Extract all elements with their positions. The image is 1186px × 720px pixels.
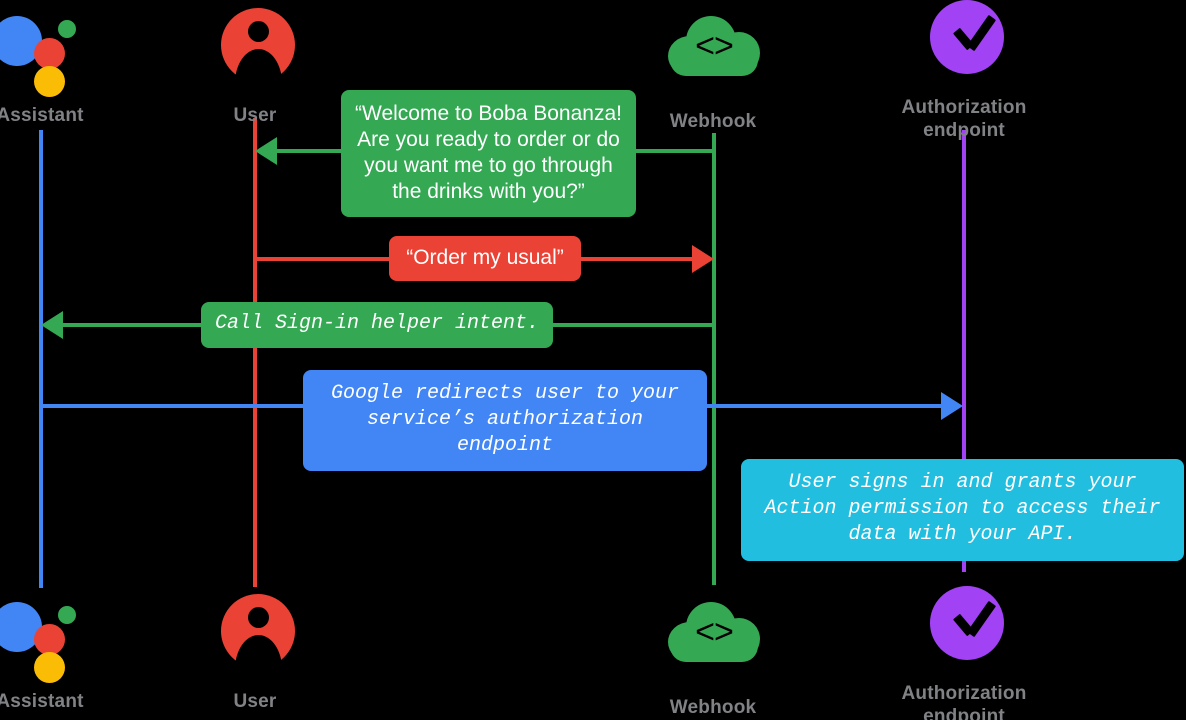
lifeline-assistant [39, 130, 43, 588]
user-avatar-disc [221, 8, 295, 83]
message-bubble-user-signs-in: User signs in and grants your Action per… [741, 459, 1184, 561]
code-brackets-glyph: <> [695, 27, 734, 65]
user-avatar-body [235, 49, 282, 83]
cloud-code-icon: <> [665, 10, 761, 100]
arrowhead-call-signin-helper [41, 311, 63, 339]
webhook-cloud-shape: <> [668, 602, 760, 662]
arrowhead-order-my-usual [692, 245, 714, 273]
actor-label-assistant: Assistant [0, 105, 84, 126]
purple-check-icon [916, 0, 1012, 90]
actor-label-assistant-bottom: Assistant [0, 691, 84, 712]
user-avatar-disc [221, 594, 295, 669]
checkmark-glyph [953, 604, 993, 626]
arrowhead-welcome [255, 137, 277, 165]
message-bubble-welcome: “Welcome to Boba Bonanza! Are you ready … [341, 90, 636, 217]
message-bubble-call-signin-helper: Call Sign-in helper intent. [201, 302, 553, 348]
actor-label-user-bottom: User [233, 691, 277, 712]
actor-assistant-bottom: Assistant [0, 594, 140, 713]
lifeline-user [253, 118, 257, 587]
message-bubble-order-my-usual: “Order my usual” [389, 236, 581, 281]
user-avatar-head [248, 607, 269, 628]
assistant-dot-green [58, 606, 76, 624]
cloud-base [670, 50, 758, 76]
lifeline-webhook [712, 133, 716, 585]
actor-label-user: User [233, 105, 277, 126]
cloud-base [670, 636, 758, 662]
assistant-dot-red [34, 38, 65, 69]
user-avatar-icon-bottom [207, 594, 303, 684]
google-assistant-icon-bottom [0, 594, 88, 684]
actor-authorization-bottom: Authorization endpoint [864, 586, 1064, 720]
actor-label-webhook-bottom: Webhook [669, 697, 757, 718]
google-assistant-icon [0, 8, 88, 98]
webhook-cloud-shape: <> [668, 16, 760, 76]
user-avatar-head [248, 21, 269, 42]
lifeline-authorization [962, 130, 966, 572]
actor-authorization-top: Authorization endpoint [864, 0, 1064, 142]
checkmark-glyph [953, 18, 993, 40]
actor-user-top: User [155, 8, 355, 127]
code-brackets-glyph: <> [695, 613, 734, 651]
assistant-dot-yellow [34, 652, 65, 683]
user-avatar-body [235, 635, 282, 669]
actor-label-authorization-bottom: Authorization endpoint [901, 683, 1027, 720]
cloud-code-icon-bottom: <> [665, 596, 761, 686]
auth-check-disc [930, 0, 1004, 74]
assistant-dot-red [34, 624, 65, 655]
actor-webhook-top: <> Webhook [613, 10, 813, 133]
actor-user-bottom: User [155, 594, 355, 713]
auth-check-disc [930, 586, 1004, 660]
actor-label-authorization: Authorization endpoint [901, 97, 1027, 141]
user-avatar-icon [207, 8, 303, 98]
assistant-dot-green [58, 20, 76, 38]
message-bubble-google-redirect: Google redirects user to your service’s … [303, 370, 707, 471]
assistant-dot-yellow [34, 66, 65, 97]
arrowhead-google-redirect [941, 392, 963, 420]
actor-label-webhook: Webhook [669, 111, 757, 132]
actor-assistant-top: Assistant [0, 8, 140, 127]
actor-webhook-bottom: <> Webhook [613, 596, 813, 719]
purple-check-icon-bottom [916, 586, 1012, 676]
